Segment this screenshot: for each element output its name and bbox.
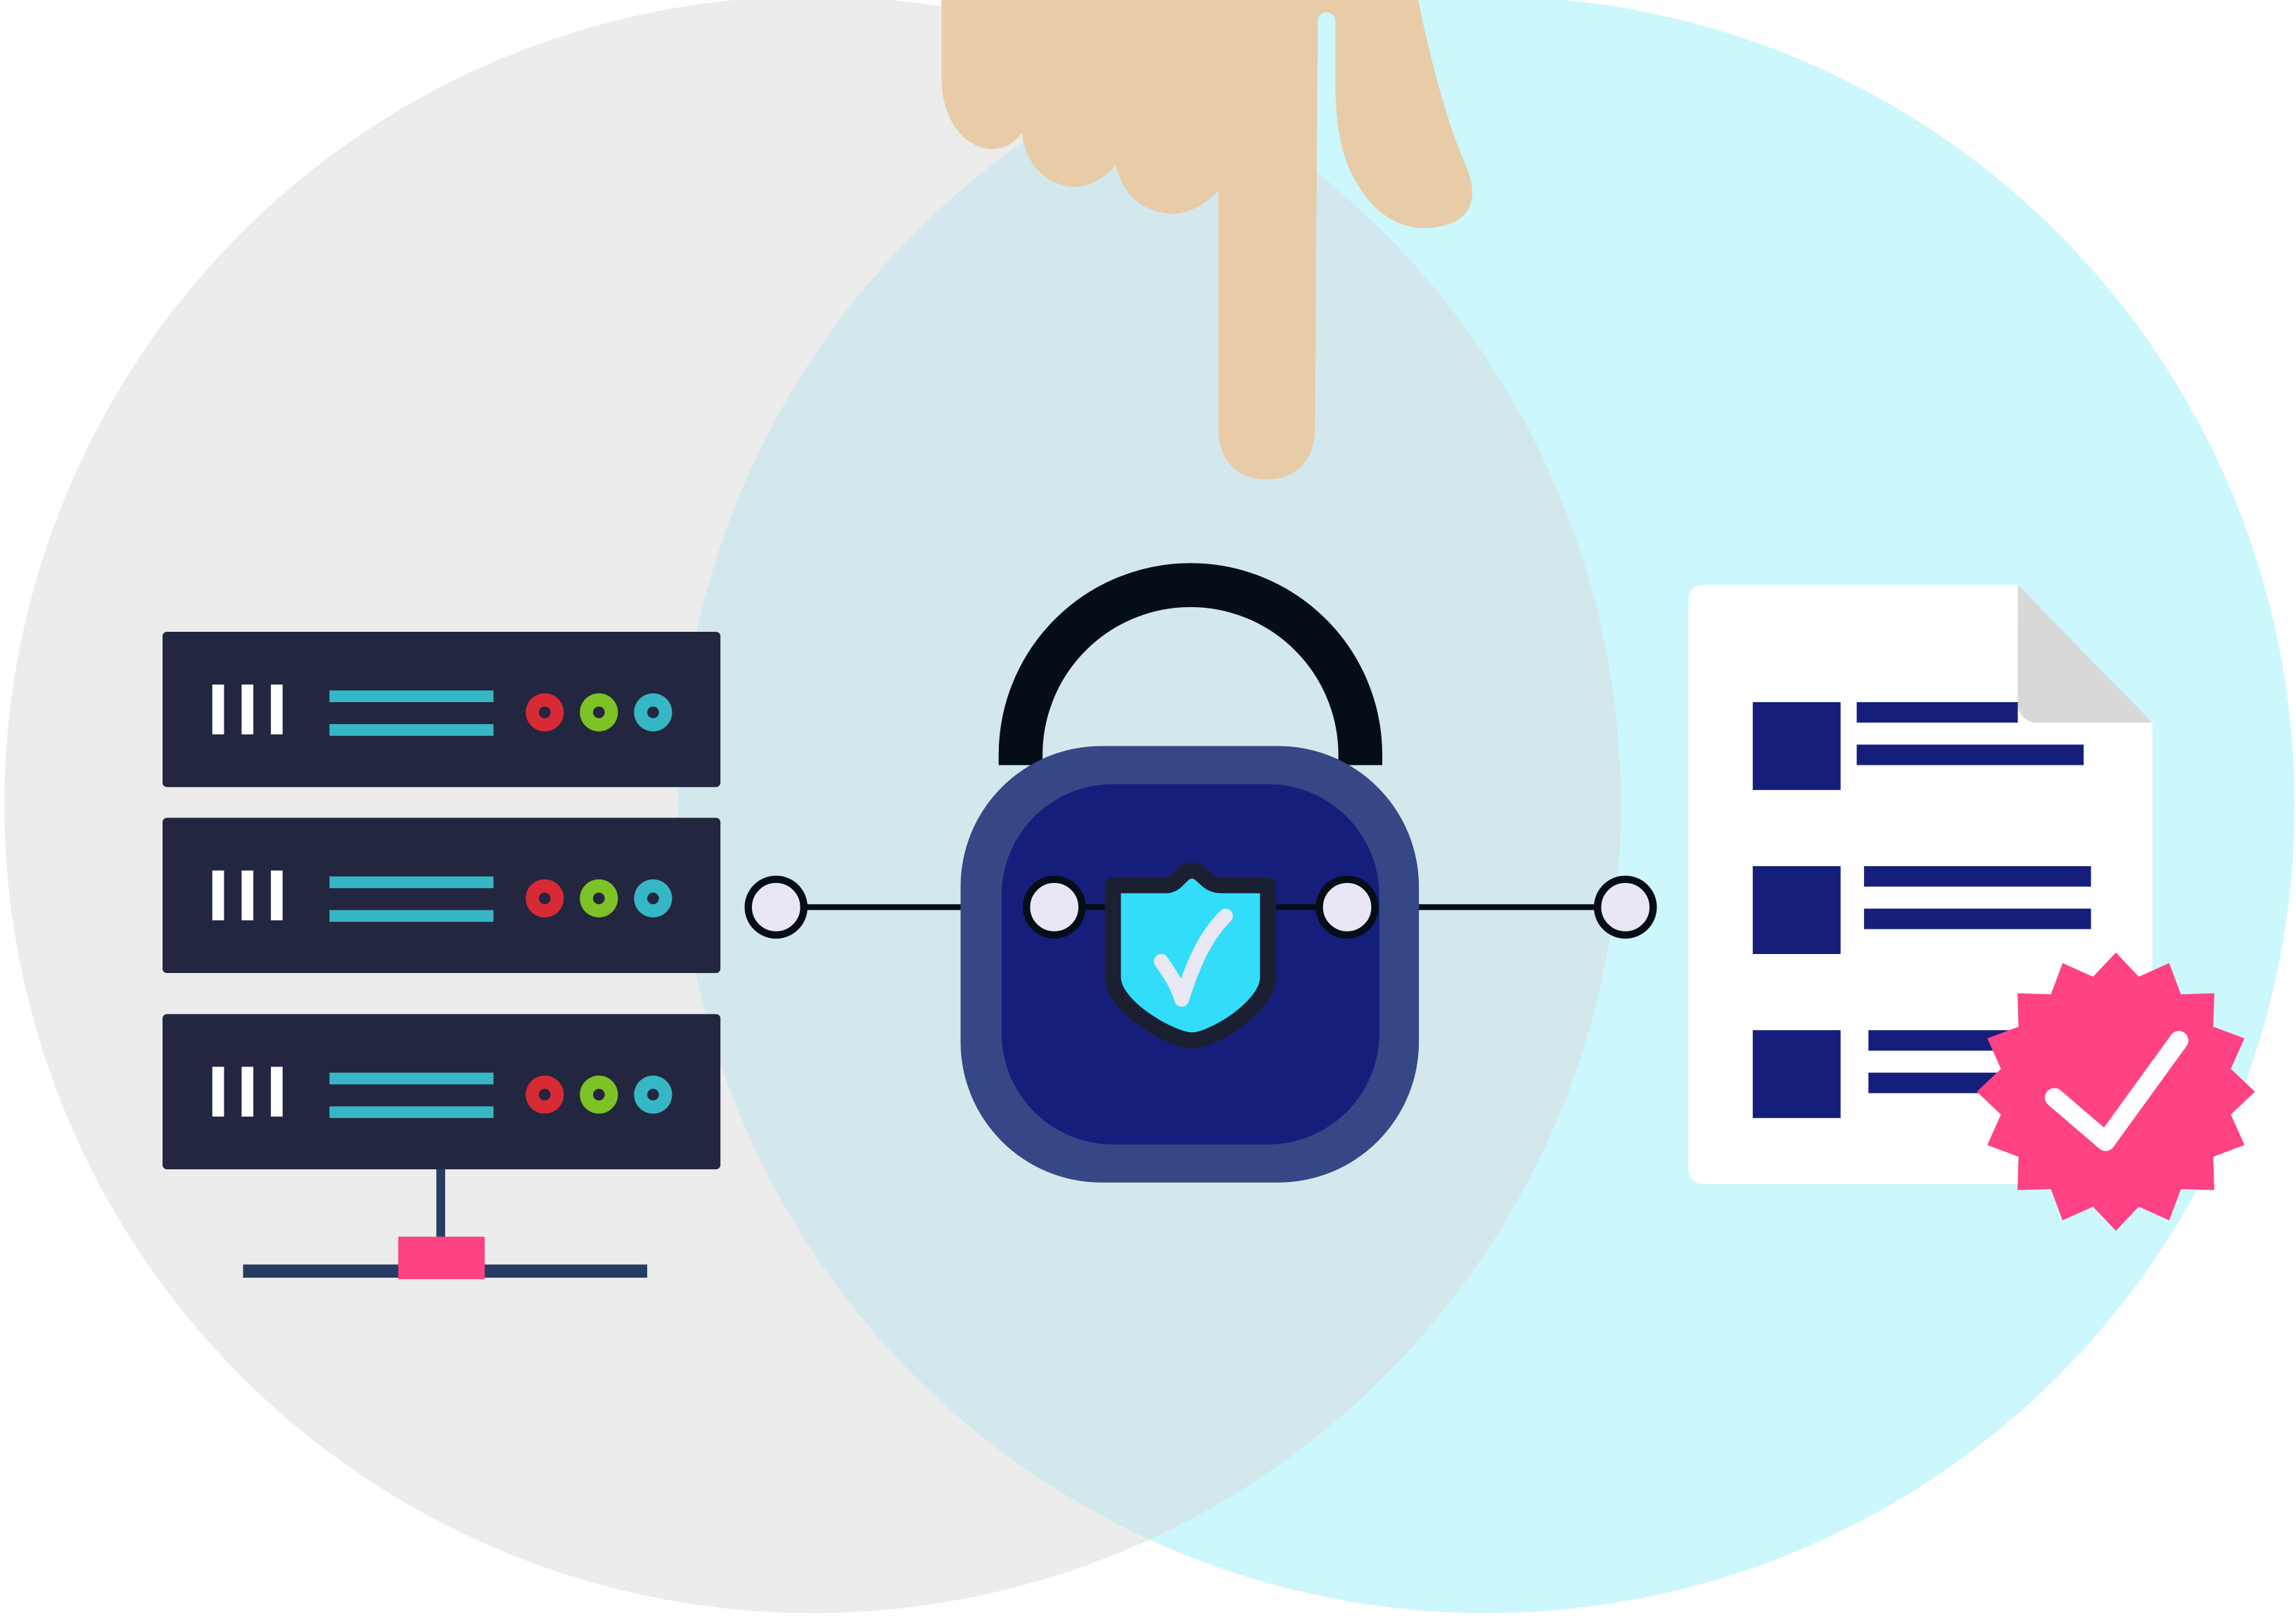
padlock-icon	[960, 563, 1420, 1183]
background-circles	[4, 0, 2295, 1613]
server-status-leds	[525, 1075, 672, 1114]
server-rack-icon	[162, 818, 721, 974]
connector-node	[1593, 875, 1657, 939]
document-row	[1752, 866, 2091, 954]
connector-node	[744, 875, 808, 939]
document-row	[1752, 701, 2084, 790]
document-row	[1752, 1030, 2044, 1119]
server-stack	[162, 632, 721, 1169]
padlock-shackle	[998, 563, 1383, 765]
server-rack-icon	[162, 632, 721, 787]
server-status-leds	[525, 693, 672, 732]
server-rack-icon	[162, 1014, 721, 1169]
verified-badge-icon	[1977, 952, 2255, 1231]
shield-check-icon	[1104, 862, 1277, 1049]
pointing-hand-icon	[941, 0, 1472, 480]
network-connector-icon	[243, 1169, 648, 1280]
server-status-leds	[525, 879, 672, 917]
circle-overlap	[677, 0, 1621, 1613]
